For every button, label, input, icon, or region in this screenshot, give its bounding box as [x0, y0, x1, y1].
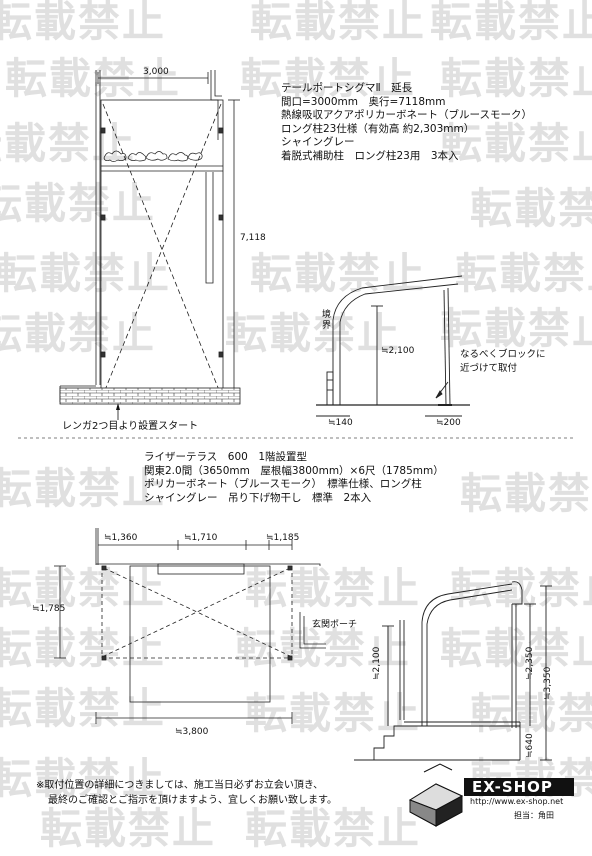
spec-line: ライザーテラス 600 1階設置型: [144, 451, 308, 463]
porch-label: 玄関ポーチ: [312, 620, 358, 630]
dim-mid-label: ≒1,710: [184, 533, 218, 543]
footer-note-line: 最終のご確認とご指示を頂けますよう、宜しくお願い致します。: [48, 795, 337, 806]
spec-line: テールポートシグマⅡ 延長: [281, 82, 413, 94]
spec-line: 関東2.0間（3650mm 屋根幅3800mm）×6尺（1785mm）: [144, 464, 444, 477]
boundary-label: 境界: [322, 310, 332, 331]
bottom-plan-view: [54, 528, 326, 724]
footer-note-line: ※取付位置の詳細につきましては、施工当日必ずお立会い頂き、: [36, 780, 324, 791]
side-height-label: ≒2,100: [381, 346, 415, 356]
spec-line: 間口=3000mm 奥行=7118mm: [281, 95, 446, 108]
side-note-label: なるべくブロックに 近づけて取付: [460, 349, 546, 374]
side-height-left-label: ≒2,100: [372, 646, 382, 680]
dim-left-label: ≒1,360: [104, 533, 138, 543]
start-label: レンガ2つ目より設置スタート: [62, 421, 199, 432]
side-offset-left-label: ≒140: [328, 418, 353, 428]
top-plan-view: [59, 70, 240, 402]
dim-depth-label: 7,118: [240, 233, 266, 243]
dim-right-label: ≒1,185: [266, 533, 300, 543]
staff-label: 担当：角田: [514, 811, 554, 820]
spec-line: ロング柱23仕様（有効高 約2,303mm）: [281, 122, 475, 135]
footer-note: ※取付位置の詳細につきましては、施工当日必ずお立会い頂き、 最終のご確認とご指示…: [36, 778, 337, 808]
logo-text: EX-SHOP: [472, 778, 553, 796]
logo-url: http://www.ex-shop.net: [470, 797, 564, 806]
exshop-logo-mark: [408, 763, 464, 827]
side-height-b-label: ≒3,350: [543, 666, 553, 700]
start-arrow: [116, 403, 120, 410]
spec-line: シャイングレー 吊り下げ物干し 標準 2本入: [144, 491, 372, 504]
spec-line: 熱線吸収アクアポリカーボネート（ブルースモーク）: [281, 109, 532, 122]
brick-band: [59, 387, 241, 405]
spec-line: シャイングレー: [281, 136, 355, 149]
top-spec-block: テールポートシグマⅡ 延長 間口=3000mm 奥行=7118mm 熱線吸収アク…: [281, 82, 532, 164]
spec-line: ポリカーボネート（ブルースモーク） 標準仕様、ロング柱: [144, 478, 422, 491]
top-side-elevation: [316, 275, 470, 417]
dim-width-label: 3,000: [143, 67, 169, 77]
dim-width-label: ≒3,800: [175, 727, 209, 737]
side-height-a-label: ≒2,350: [525, 646, 535, 680]
bottom-spec-block: ライザーテラス 600 1階設置型 関東2.0間（3650mm 屋根幅3800m…: [144, 451, 444, 505]
side-offset-right-label: ≒200: [436, 418, 461, 428]
spec-line: 着脱式補助柱 ロング柱23用 3本入: [281, 149, 459, 162]
bottom-side-elevation: [354, 581, 552, 761]
logo-banner: [464, 778, 574, 796]
dim-depth-label: ≒1,785: [32, 604, 66, 614]
side-base-label: ≒640: [525, 733, 535, 758]
